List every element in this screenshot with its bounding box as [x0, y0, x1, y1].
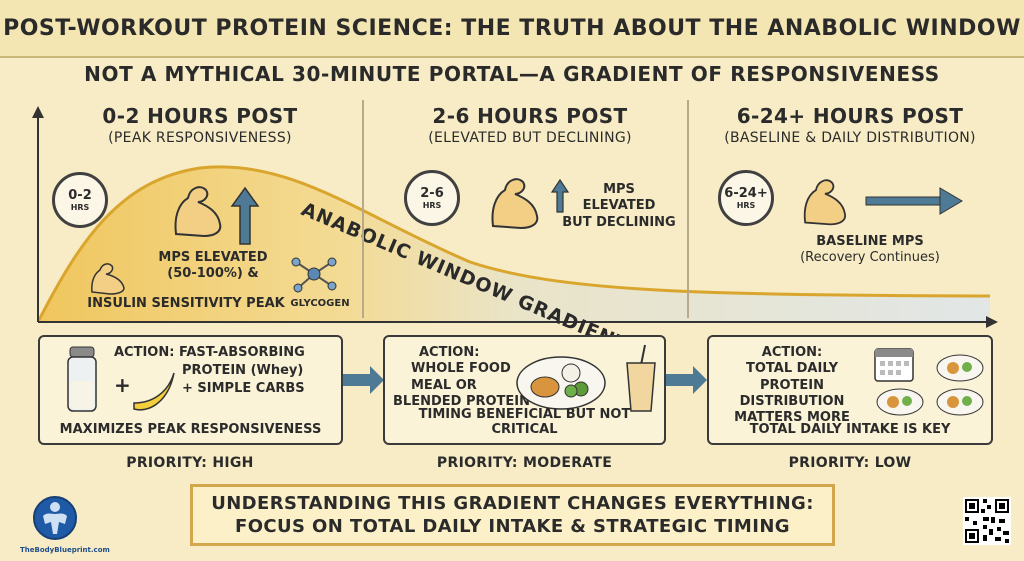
bodybuilder-logo-icon [33, 496, 77, 540]
action-3-text: ACTION: TOTAL DAILY PROTEIN DISTRIBUTION… [734, 345, 850, 425]
right-arrow-icon [865, 187, 963, 215]
gradient-curve [36, 165, 991, 323]
action-box-3: ACTION: TOTAL DAILY PROTEIN DISTRIBUTION… [707, 335, 993, 445]
calendar-icon [874, 348, 914, 382]
action-3-footer: TOTAL DAILY INTAKE IS KEY [749, 422, 951, 437]
up-arrow-icon [230, 186, 260, 245]
priority-2: PRIORITY: MODERATE [436, 455, 613, 471]
flexed-arm-icon [491, 178, 539, 230]
phase-1-label-insulin: INSULIN SENSITIVITY PEAK [87, 296, 285, 311]
page-title: POST-WORKOUT PROTEIN SCIENCE: THE TRUTH … [3, 15, 1021, 41]
action-box-2: ACTION: WHOLE FOOD MEAL OR BLENDED PROTE… [383, 335, 666, 445]
plus-sign: + [114, 373, 131, 397]
banner-line-1: UNDERSTANDING THIS GRADIENT CHANGES EVER… [211, 492, 814, 514]
small-muscle-icon [91, 263, 125, 295]
arrow-2-to-3 [666, 366, 707, 394]
action-2-footer: TIMING BENEFICIAL BUT NOT CRITICAL [418, 407, 631, 437]
phase-2-label-mps: MPS ELEVATED BUT DECLINING [562, 182, 676, 230]
phase-divider-2 [687, 100, 689, 318]
meal-plate-icon [516, 356, 606, 410]
action-1-footer: MAXIMIZES PEAK RESPONSIVENESS [59, 422, 322, 437]
priority-3: PRIORITY: LOW [788, 455, 912, 471]
clock-icon: 2-6 HRS [404, 170, 460, 226]
phase-1-label-mps: MPS ELEVATED (50-100%) & [158, 250, 268, 282]
arrow-1-to-2 [343, 366, 384, 394]
phase-1-title: 0-2 HOURS POST [102, 104, 298, 128]
action-2-text: ACTION: WHOLE FOOD MEAL OR BLENDED PROTE… [393, 345, 530, 409]
phase-divider-1 [362, 100, 364, 318]
conclusion-banner: UNDERSTANDING THIS GRADIENT CHANGES EVER… [190, 484, 835, 546]
meal-plate-icon [936, 388, 984, 416]
phase-1-label-glycogen: GLYCOGEN [290, 298, 350, 309]
smoothie-icon [626, 344, 656, 412]
action-1-line-2: PROTEIN (Whey) [182, 363, 304, 378]
brand-logo[interactable]: TheBodyBlueprint.com [20, 494, 110, 556]
flexed-arm-icon [174, 186, 222, 238]
phase-3-subtitle: (BASELINE & DAILY DISTRIBUTION) [724, 130, 976, 146]
clock-icon: 6-24+ HRS [718, 170, 774, 226]
y-axis-arrowhead [32, 106, 44, 118]
title-bar: POST-WORKOUT PROTEIN SCIENCE: THE TRUTH … [0, 0, 1024, 58]
gradient-area [38, 166, 990, 322]
qr-code-icon[interactable] [963, 497, 1011, 545]
phase-2-heading: 2-6 HOURS POST (ELEVATED BUT DECLINING) [385, 104, 675, 146]
action-1-line-3: + SIMPLE CARBS [182, 381, 305, 396]
banner-line-2: FOCUS ON TOTAL DAILY INTAKE & STRATEGIC … [235, 516, 790, 537]
action-box-1: + ACTION: FAST-ABSORBING PROTEIN (Whey) … [38, 335, 343, 445]
molecule-icon [291, 257, 337, 293]
phase-2-title: 2-6 HOURS POST [432, 104, 628, 128]
page-subtitle: NOT A MYTHICAL 30-MINUTE PORTAL—A GRADIE… [84, 62, 940, 86]
phase-3-heading: 6-24+ HOURS POST (BASELINE & DAILY DISTR… [690, 104, 1010, 146]
phase-1-heading: 0-2 HOURS POST (PEAK RESPONSIVENESS) [70, 104, 330, 146]
meal-plate-icon [936, 354, 984, 382]
logo-text: TheBodyBlueprint.com [20, 546, 110, 554]
phase-1-subtitle: (PEAK RESPONSIVENESS) [108, 130, 292, 146]
meal-plate-icon [876, 388, 924, 416]
flexed-arm-icon [803, 179, 847, 226]
shaker-bottle-icon [67, 346, 97, 412]
banana-icon [133, 372, 175, 411]
phase-3-label-mps: BASELINE MPS (Recovery Continues) [800, 234, 940, 266]
up-arrow-icon [550, 178, 570, 213]
clock-icon: 0-2 HRS [52, 172, 108, 228]
priority-1: PRIORITY: HIGH [126, 455, 254, 471]
phase-2-subtitle: (ELEVATED BUT DECLINING) [428, 130, 632, 146]
x-axis-arrowhead [986, 316, 998, 328]
action-1-line-1: ACTION: FAST-ABSORBING [114, 345, 305, 360]
phase-3-title: 6-24+ HOURS POST [736, 104, 964, 128]
